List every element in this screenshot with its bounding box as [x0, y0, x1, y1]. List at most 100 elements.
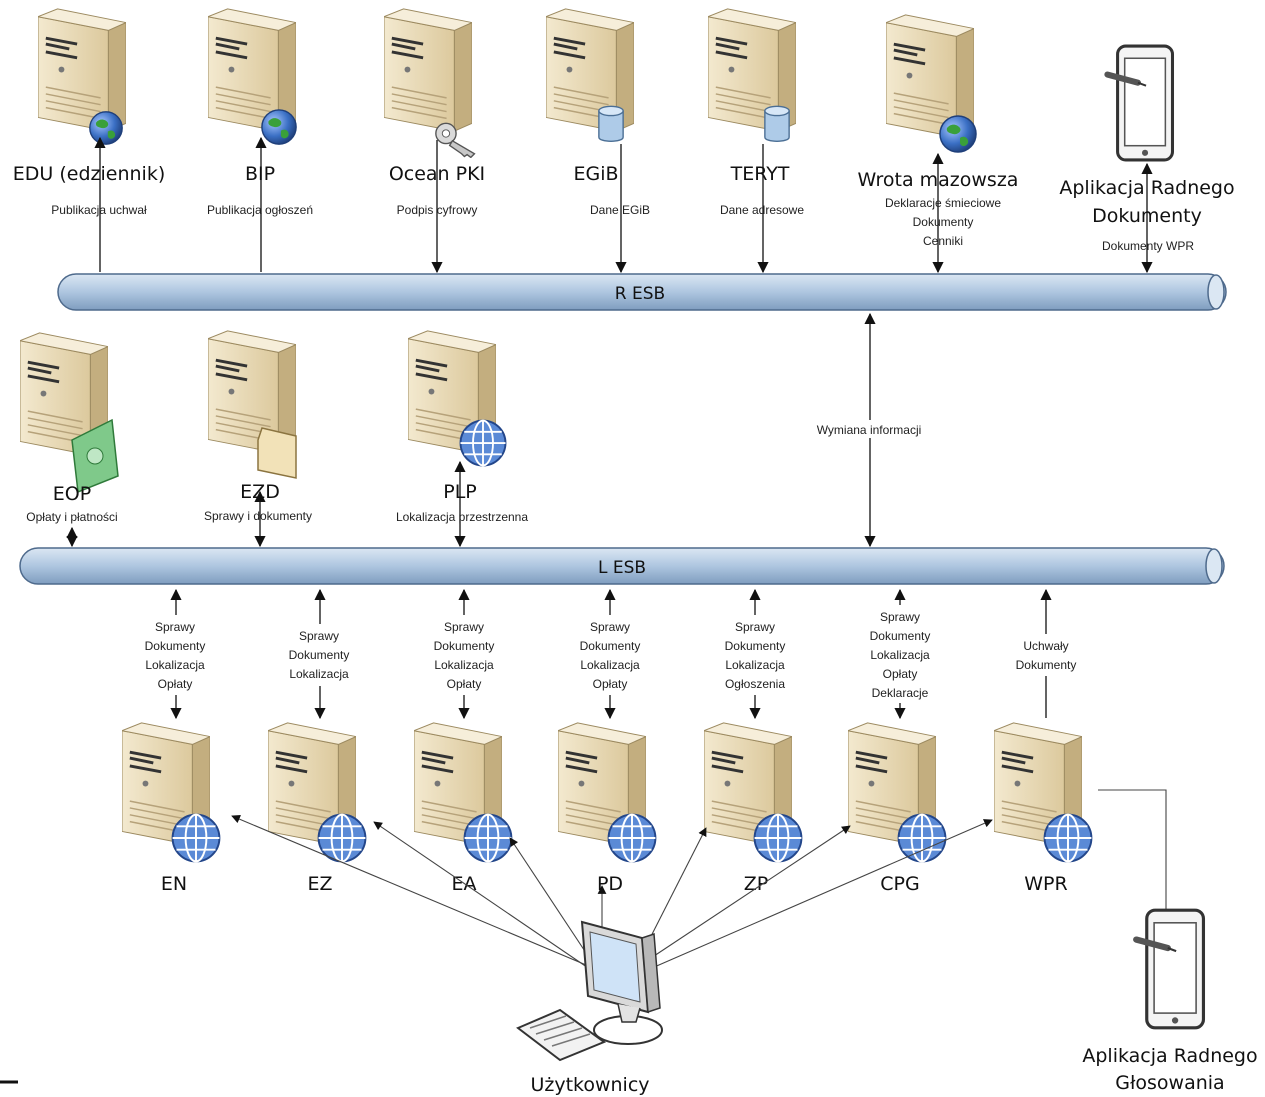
flow-label: Opłaty	[593, 677, 628, 691]
globe-icon	[171, 813, 221, 863]
server-icon	[384, 8, 472, 132]
globe-icon	[939, 115, 977, 153]
service-ez: Sprawy Dokumenty Lokalizacja EZ	[268, 588, 367, 895]
globe-icon	[89, 111, 123, 145]
service-name: WPR	[1024, 873, 1067, 895]
service-cpg: Sprawy Dokumenty Lokalizacja Opłaty Dekl…	[848, 588, 948, 895]
globe-icon	[261, 109, 297, 145]
voting-app: Aplikacja Radnego Głosowania	[1082, 910, 1258, 1094]
l-esb-bus: L ESB	[19, 547, 1225, 585]
r-esb-bus: R ESB	[57, 273, 1227, 311]
flow-label: Dokumenty	[580, 639, 641, 653]
service-name: EGiB	[573, 163, 618, 185]
flow-label: Deklaracje	[872, 686, 929, 700]
exchange-link: Wymiana informacji	[800, 312, 940, 548]
flow-label: Lokalizacja przestrzenna	[396, 510, 528, 524]
users-workstation: Użytkownicy	[516, 920, 663, 1096]
service-egib: EGiB Dane EGiB	[546, 8, 650, 274]
service-edu: EDU (edziennik) Publikacja uchwał	[13, 8, 165, 272]
service-name: EDU (edziennik)	[13, 163, 165, 185]
flow-label: Lokalizacja	[434, 658, 494, 672]
flow-label: Opłaty	[447, 677, 482, 691]
tablet-icon	[1136, 910, 1203, 1028]
flow-label: Opłaty	[883, 667, 918, 681]
service-name: EN	[161, 873, 187, 895]
flow-label: Sprawy	[155, 620, 195, 634]
flow-label: Dane adresowe	[720, 203, 804, 217]
database-icon	[764, 105, 790, 143]
flow-label: Podpis cyfrowy	[397, 203, 478, 217]
flow-label: Sprawy	[590, 620, 630, 634]
service-eop: EOP Opłaty i płatności	[20, 332, 119, 548]
tablet-icon	[1107, 46, 1172, 160]
service-name: Aplikacja Radnego	[1059, 177, 1234, 199]
key-icon	[435, 122, 476, 158]
service-ezd: EZD Sprawy i dokumenty	[204, 330, 312, 548]
flow-label: Publikacja ogłoszeń	[207, 203, 313, 217]
service-wpr: Uchwały Dokumenty WPR	[994, 588, 1093, 895]
document-icon	[257, 427, 297, 479]
voting-app-line1: Aplikacja Radnego	[1082, 1045, 1257, 1067]
flow-label: Lokalizacja	[870, 648, 930, 662]
flow-label: Sprawy	[735, 620, 775, 634]
wpr-voting-link	[1098, 789, 1167, 914]
flow-label: Deklaracje śmieciowe	[885, 196, 1001, 210]
service-name: EZD	[240, 481, 280, 503]
service-name: Wrota mazowsza	[858, 169, 1019, 191]
service-name: TERYT	[730, 163, 790, 185]
service-aplikacja-radnego-dokumenty: Aplikacja Radnego Dokumenty Dokumenty WP…	[1059, 46, 1235, 274]
service-name: EZ	[307, 873, 332, 895]
flow-label: Sprawy	[880, 610, 920, 624]
money-icon	[71, 418, 119, 494]
flow-label: Sprawy	[444, 620, 484, 634]
flow-label: Dokumenty	[725, 639, 786, 653]
service-name: EOP	[53, 483, 91, 505]
database-icon	[598, 105, 624, 143]
flow-label: Sprawy	[299, 629, 339, 643]
service-name: ZP	[744, 873, 768, 895]
service-name-line2: Dokumenty	[1092, 205, 1202, 227]
service-name: BIP	[245, 163, 275, 185]
service-name: Ocean PKI	[389, 163, 485, 185]
keyboard-icon	[516, 1008, 607, 1062]
flow-label: Sprawy i dokumenty	[204, 509, 312, 523]
service-name: EA	[451, 873, 476, 895]
service-ocean-pki: Ocean PKI Podpis cyfrowy	[384, 8, 485, 274]
flow-label: Dokumenty	[145, 639, 206, 653]
service-plp: PLP Lokalizacja przestrzenna	[396, 330, 528, 548]
service-name: PD	[597, 873, 623, 895]
service-name: CPG	[880, 873, 919, 895]
user-connections	[231, 815, 993, 981]
globe-icon	[897, 813, 947, 863]
service-zp: Sprawy Dokumenty Lokalizacja Ogłoszenia …	[704, 588, 804, 895]
flow-label: Dokumenty	[870, 629, 931, 643]
flow-label: Dokumenty	[1016, 658, 1077, 672]
globe-icon	[753, 813, 803, 863]
service-teryt: TERYT Dane adresowe	[708, 8, 804, 274]
globe-icon	[607, 813, 657, 863]
service-wrota-mazowsza: Wrota mazowsza Deklaracje śmieciowe Doku…	[858, 14, 1019, 274]
service-ea: Sprawy Dokumenty Lokalizacja Opłaty EA	[414, 588, 513, 895]
flow-label: Dokumenty	[434, 639, 495, 653]
flow-label: Lokalizacja	[289, 667, 349, 681]
flow-label: Publikacja uchwał	[51, 203, 147, 217]
flow-label: Opłaty i płatności	[26, 510, 117, 524]
flow-label: Dokumenty	[913, 215, 974, 229]
service-en: Sprawy Dokumenty Lokalizacja Opłaty EN	[122, 588, 222, 895]
flow-label: Dokumenty WPR	[1102, 239, 1194, 253]
globe-icon	[317, 813, 367, 863]
flow-label: Opłaty	[158, 677, 193, 691]
flow-label: Dane EGiB	[590, 203, 650, 217]
service-name: PLP	[443, 481, 477, 503]
service-bip: BIP Publikacja ogłoszeń	[207, 8, 313, 272]
l-esb-label: L ESB	[598, 558, 646, 578]
voting-app-line2: Głosowania	[1115, 1072, 1224, 1094]
users-label: Użytkownicy	[530, 1074, 649, 1096]
r-esb-label: R ESB	[615, 284, 665, 304]
globe-icon	[1043, 813, 1093, 863]
flow-label: Dokumenty	[289, 648, 350, 662]
exchange-label: Wymiana informacji	[817, 423, 922, 437]
globe-icon	[459, 419, 507, 467]
flow-label: Lokalizacja	[725, 658, 785, 672]
